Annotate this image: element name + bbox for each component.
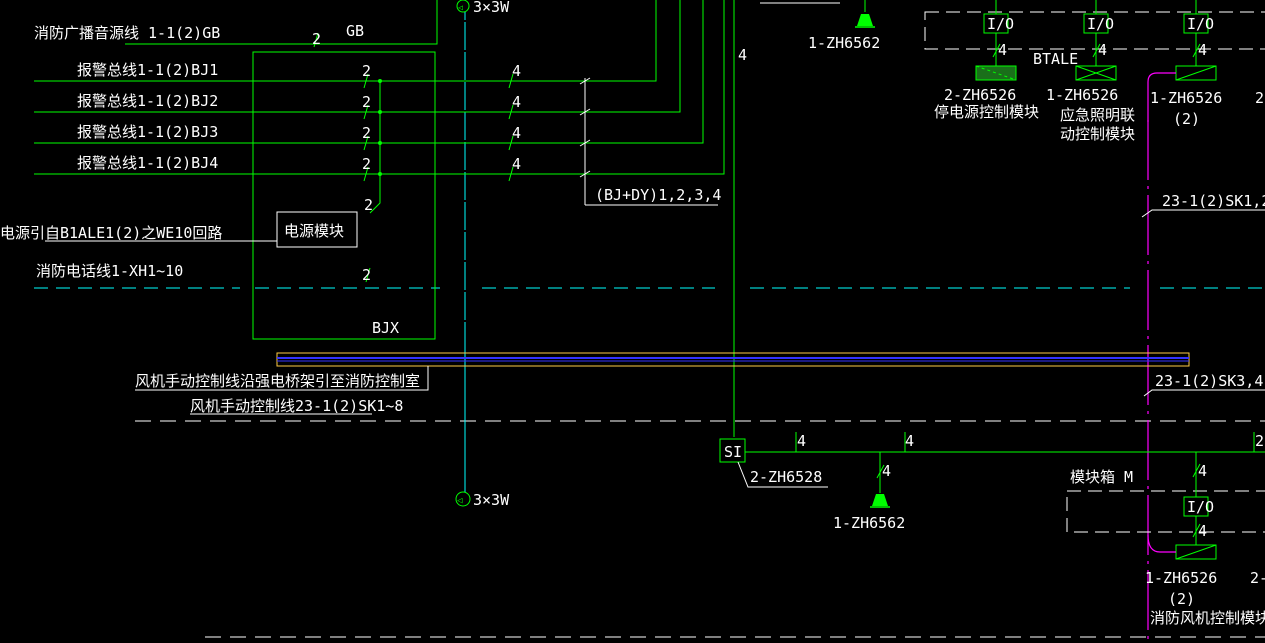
bjx-box — [252, 51, 436, 340]
tray-note-label: 风机手动控制线沿强电桥架引至消防控制室 — [135, 372, 420, 390]
lower-module — [1175, 452, 1217, 560]
svg-text:◁: ◁ — [458, 3, 463, 12]
wire-count-4: 4 — [512, 155, 521, 173]
wire-count-2: 4 — [512, 93, 521, 111]
module-2-name-1: 应急照明联 — [1060, 106, 1135, 124]
cable-tray — [276, 352, 1190, 367]
broadcast-wire — [125, 0, 438, 45]
zh6528-label: 2-ZH6528 — [750, 468, 822, 486]
module-count-3: 4 — [1198, 41, 1207, 59]
tray-note-leader — [135, 366, 429, 391]
lower-module-count-2: 4 — [1198, 522, 1207, 540]
power-source-label: 电源引自B1ALE1(2)之WE10回路 — [0, 224, 222, 242]
module-box-m-label: 模块箱 M — [1070, 468, 1133, 486]
power-count: 2 — [364, 196, 373, 214]
vertical-bus-count: 4 — [738, 46, 747, 64]
alarm-bus-4-label: 报警总线1-1(2)BJ4 — [77, 154, 218, 172]
module-2-id: 1-ZH6526 — [1046, 86, 1118, 104]
bell-drop-count: 4 — [882, 462, 891, 480]
junction-dots — [378, 79, 382, 176]
sk12-leader — [1141, 209, 1265, 218]
gb-tag: GB — [346, 22, 364, 40]
speaker-bottom-label: 3×3W — [473, 491, 510, 509]
sk12-label: 23-1(2)SK1,2, — [1162, 192, 1265, 210]
alarm-bus-1-label: 报警总线1-1(2)BJ1 — [77, 61, 218, 79]
module-4-edge: 2 — [1255, 89, 1264, 107]
phone-count: 2 — [362, 266, 371, 284]
zh6562-top-label: 1-ZH6562 — [808, 34, 880, 52]
module-count-1: 4 — [998, 41, 1007, 59]
bus-group-bracket — [579, 77, 718, 206]
speaker-icon-top: ◁ — [456, 0, 470, 13]
alarm-bus-3-label: 报警总线1-1(2)BJ3 — [77, 123, 218, 141]
module-count-2: 4 — [1098, 41, 1107, 59]
power-module-box — [276, 211, 358, 248]
module-1-name: 停电源控制模块 — [934, 103, 1039, 121]
white-dashed-lines — [135, 420, 1265, 638]
broadcast-line-label: 消防广播音源线 1-1(2)GB — [34, 24, 220, 42]
svg-text:◁: ◁ — [457, 496, 463, 506]
phone-line-label: 消防电话线1-XH1~10 — [36, 262, 183, 280]
module-4-id: 1-ZH6526 — [1145, 569, 1217, 587]
lower-io-label: I/O — [1187, 498, 1214, 516]
lower-module-count-1: 4 — [1198, 462, 1207, 480]
module-4-sub: (2) — [1168, 590, 1195, 608]
speaker-top-label: 3×3W — [473, 0, 510, 16]
power-module-label: 电源模块 — [284, 222, 344, 240]
bjx-label: BJX — [372, 319, 399, 337]
module-4-name: 消防风机控制模块 — [1150, 609, 1265, 627]
sk34-label: 23-1(2)SK3,4 — [1155, 372, 1263, 390]
sk34-leader — [1143, 389, 1265, 397]
fan-line-label: 风机手动控制线23-1(2)SK1~8 — [190, 397, 403, 415]
lower-bus-count-2: 4 — [905, 432, 914, 450]
phone-line-tick — [365, 267, 371, 283]
wire-count-3: 4 — [512, 124, 521, 142]
zh6528-leader — [737, 461, 828, 488]
magenta-lower-wire — [1147, 534, 1176, 553]
module-3-id: 1-ZH6526 — [1150, 89, 1222, 107]
io-label-1: I/O — [987, 15, 1014, 33]
alarm-bell-icon-top — [855, 14, 875, 28]
magenta-upper-wire — [1147, 72, 1176, 122]
gb-count: 2 — [312, 30, 321, 48]
zh6562-bottom-label: 1-ZH6562 — [833, 514, 905, 532]
lower-edge-label: 2- — [1250, 569, 1265, 587]
upper-modules — [975, 0, 1217, 81]
alarm-bus-wires — [34, 0, 725, 214]
wire-count-1: 4 — [512, 62, 521, 80]
module-1-id: 2-ZH6526 — [944, 86, 1016, 104]
bus-count-2: 2 — [362, 93, 371, 111]
speaker-icon-bottom: ◁ — [455, 491, 471, 507]
bus-count-4: 2 — [362, 155, 371, 173]
alarm-bus-2-label: 报警总线1-1(2)BJ2 — [77, 92, 218, 110]
module-box-m — [1066, 490, 1265, 533]
module-2-name-2: 动控制模块 — [1060, 125, 1135, 143]
bus-count-1: 2 — [362, 62, 371, 80]
io-label-2: I/O — [1087, 15, 1114, 33]
io-label-3: I/O — [1187, 15, 1214, 33]
bus-count-3: 2 — [362, 124, 371, 142]
alarm-bell-icon — [870, 494, 890, 508]
bus-group-label: (BJ+DY)1,2,3,4 — [595, 186, 721, 204]
si-box — [719, 438, 746, 463]
module-3-sub: (2) — [1173, 110, 1200, 128]
lower-bus-count-1: 4 — [797, 432, 806, 450]
si-label: SI — [724, 443, 742, 461]
btale-label: BTALE — [1033, 50, 1078, 68]
lower-bus-count-3: 2 — [1255, 432, 1264, 450]
